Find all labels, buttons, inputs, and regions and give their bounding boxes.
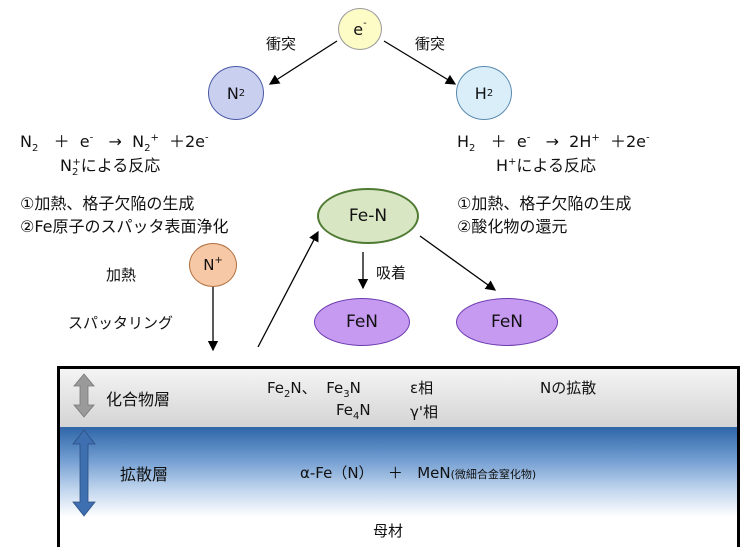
fen-product-2: FeN [456,298,558,346]
diffusion-layer-band [60,427,737,517]
equation-left: N2 ＋ e- → N2+ ＋2e- [20,132,209,155]
arrow-e-to-h2 [383,40,457,85]
n-diffusion-label: Nの拡散 [540,379,597,397]
base-material-label: 母材 [373,522,404,540]
material-layers [57,366,740,547]
right-effect-2: ②酸化物の還元 [457,217,568,236]
heating-label: 加熱 [106,266,137,284]
compound-layer-band [60,369,737,427]
fe2n-fe3n-label: Fe2N、 Fe3N [267,379,361,400]
diffusion-layer-arrow [72,429,96,517]
fen-product-1: FeN [314,298,410,346]
diffusion-composition: α-Fe（N） ＋ MeN(微細合金窒化物) [300,464,537,482]
equation-right: H2 ＋ e- → 2H+ ＋2e- [457,132,650,155]
compound-layer-arrow [73,373,95,418]
fe4n-label: Fe4N [336,401,371,422]
adsorption-label: 吸着 [376,264,407,282]
compound-layer-label: 化合物層 [106,390,171,409]
n-plus-node: N+ [189,243,237,287]
collision-label-left: 衝突 [266,35,297,53]
electron-node: e- [338,8,382,50]
collision-label-right: 衝突 [415,35,446,53]
reaction-label-right: H+による反応 [496,156,596,175]
arrow-e-to-n2 [268,40,338,85]
arrow-surface-to-fen [257,230,319,348]
fe-n-node: Fe-N [317,188,419,244]
left-effect-1: ①加熱、格子欠陥の生成 [20,194,195,213]
sputtering-label: スパッタリング [68,314,174,332]
diffusion-layer-label: 拡散層 [120,465,169,484]
left-effect-2: ②Fe原子のスパッタ表面浄化 [20,217,229,236]
right-effect-1: ①加熱、格子欠陥の生成 [457,194,632,213]
gamma-phase-label: γ'相 [410,403,439,421]
reaction-label-left: N2+による反応 [60,156,161,179]
arrow-fen-to-product [419,235,497,291]
epsilon-phase-label: ε相 [410,379,434,397]
